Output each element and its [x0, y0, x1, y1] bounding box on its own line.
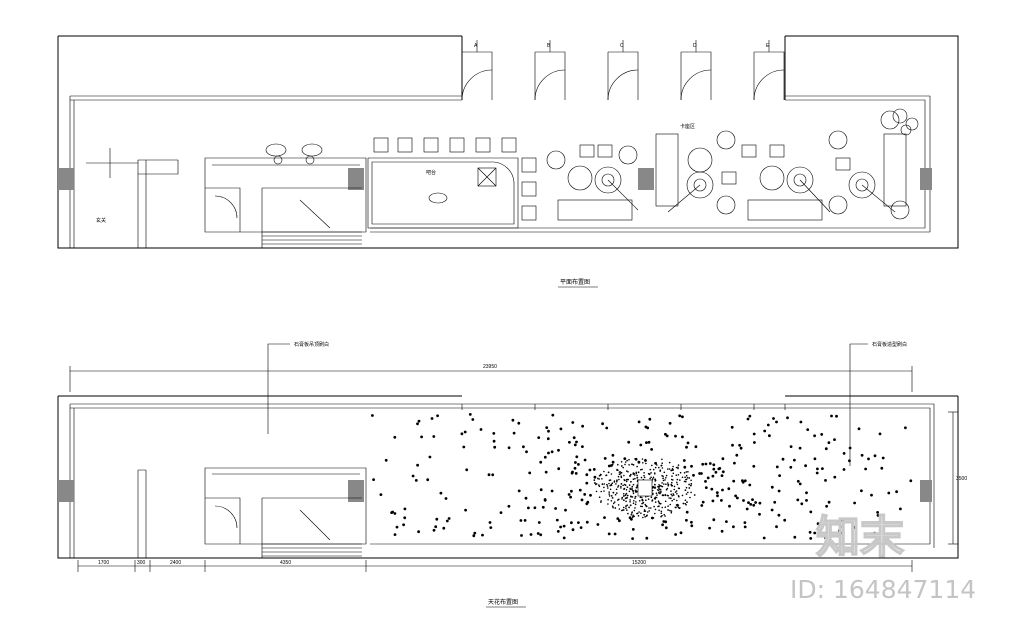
bar-stools — [373, 137, 537, 221]
room-label-lounge: 卡座区 — [680, 123, 695, 130]
dimension-segment-3: 2400 — [170, 560, 181, 566]
plants — [892, 108, 919, 136]
elevation-mark-e: E — [766, 43, 770, 49]
watermark-id: ID: 164847114 — [790, 575, 976, 604]
height-dimension: 3500 — [948, 411, 967, 545]
ceiling-plan-caption: 天花布置图 — [488, 598, 518, 606]
dimension-segment-5: 15200 — [632, 560, 646, 566]
dimension-segment-4: 4350 — [280, 560, 291, 566]
overall-dimension: 23950 — [69, 364, 913, 392]
room-label-entry: 玄关 — [96, 217, 106, 224]
elevation-mark-a: A — [474, 43, 478, 49]
elevation-mark-d: D — [693, 43, 697, 49]
room-label-bar: 吧台 — [426, 169, 436, 176]
watermark-logo: 知末 — [816, 512, 904, 563]
dimension-segment-1: 1700 — [98, 560, 109, 566]
dimension-height: 3500 — [956, 476, 967, 482]
door-bays — [461, 40, 785, 101]
elevation-mark-b: B — [547, 43, 551, 49]
watermark: 知末 ID: 164847114 — [790, 511, 976, 604]
dimension-segment-2: 300 — [137, 560, 146, 566]
leader-label-right: 石膏板造型刷白 — [872, 341, 907, 348]
people-figures — [265, 143, 448, 204]
ceiling-light-dots — [371, 413, 913, 540]
segment-dimensions: 1700 300 2400 4350 15200 — [77, 560, 913, 572]
elevation-mark-c: C — [620, 43, 624, 49]
ceiling-plan: 石膏板吊顶刷白 石膏板造型刷白 23950 3500 1700 300 2400… — [57, 341, 967, 608]
leader-label-left: 石膏板吊顶刷白 — [294, 341, 329, 348]
floor-plan-caption: 平面布置图 — [560, 278, 590, 286]
dimension-overall: 23950 — [483, 364, 497, 370]
stair-treads — [262, 199, 362, 245]
lounge-furniture — [546, 110, 910, 221]
floor-plan: 玄关 吧台 卡座区 A B C D E 平面布置图 — [57, 35, 959, 288]
